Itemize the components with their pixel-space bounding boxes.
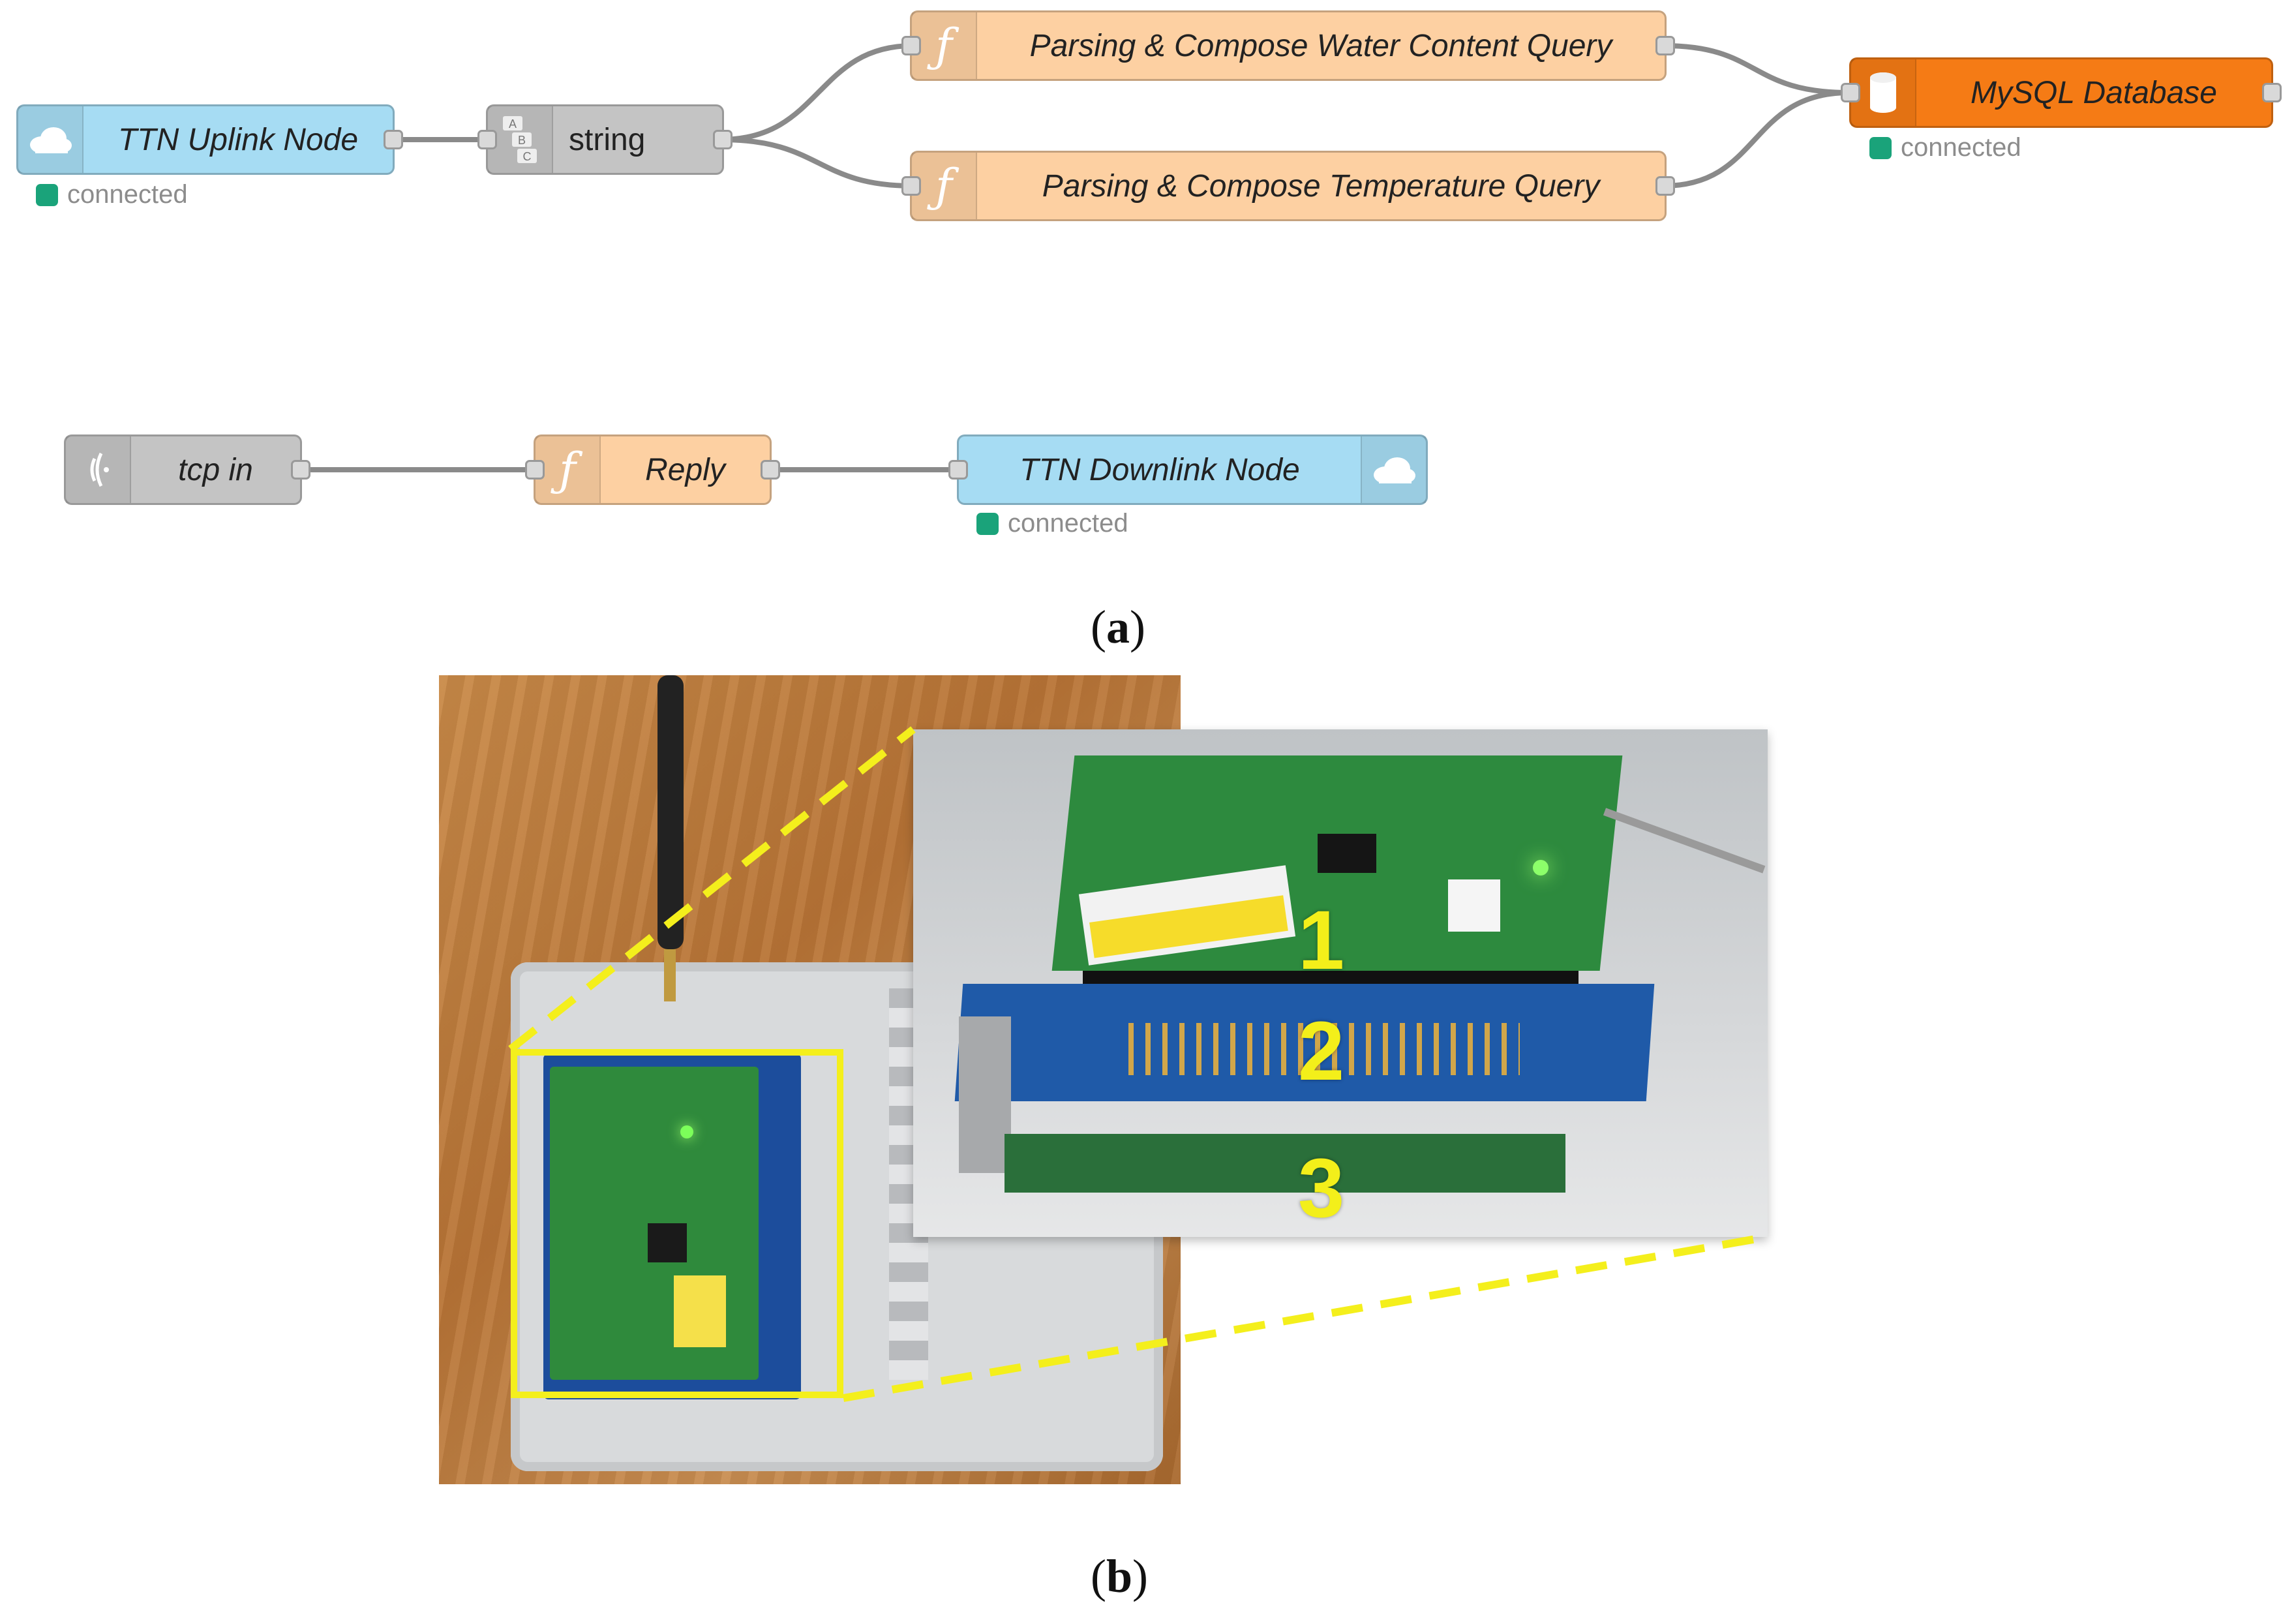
status-dot-icon bbox=[1869, 136, 1892, 159]
mysql-status: connected bbox=[1869, 133, 2021, 162]
wire-water-mysql bbox=[1663, 43, 1850, 95]
output-port[interactable] bbox=[384, 130, 403, 149]
layer-label-1: 1 bbox=[1298, 894, 1345, 987]
string-icon-letter-c: C bbox=[523, 150, 532, 163]
function-icon: ƒ bbox=[912, 12, 977, 79]
status-led bbox=[680, 1125, 693, 1138]
flow-canvas[interactable]: TTN Uplink Node connected A B C string ƒ… bbox=[0, 0, 2296, 587]
caption-b: (b) bbox=[1091, 1550, 1149, 1602]
output-port[interactable] bbox=[2262, 83, 2282, 102]
node-label: MySQL Database bbox=[1971, 75, 2217, 110]
output-port[interactable] bbox=[1655, 176, 1675, 196]
layer-label-3: 3 bbox=[1298, 1142, 1345, 1235]
ttn-uplink-status: connected bbox=[36, 180, 188, 209]
zoom-highlight-box bbox=[511, 1049, 843, 1398]
input-port[interactable] bbox=[901, 176, 921, 196]
input-port[interactable] bbox=[1841, 83, 1860, 102]
string-icon-letter-a: A bbox=[509, 117, 517, 130]
output-port[interactable] bbox=[761, 460, 780, 480]
flow-wires bbox=[300, 43, 1850, 472]
parse-water-function-node[interactable]: ƒ Parsing & Compose Water Content Query bbox=[901, 10, 1675, 81]
node-label: Parsing & Compose Water Content Query bbox=[1029, 28, 1612, 63]
function-icon: ƒ bbox=[912, 153, 977, 219]
node-label: Reply bbox=[645, 452, 725, 487]
wire-temp-mysql bbox=[1663, 90, 1850, 189]
input-port[interactable] bbox=[525, 460, 545, 480]
ttn-uplink-node[interactable]: TTN Uplink Node bbox=[16, 104, 403, 175]
input-port[interactable] bbox=[948, 460, 968, 480]
layer-label-2: 2 bbox=[1298, 1005, 1345, 1098]
status-dot-icon bbox=[976, 512, 999, 535]
string-icon-letter-b: B bbox=[518, 134, 526, 147]
wire-string-water bbox=[720, 43, 914, 142]
node-label: string bbox=[569, 122, 646, 157]
caption-a: (a) bbox=[1091, 601, 1145, 653]
hardware-photo-zoom: 1 2 3 bbox=[913, 729, 1768, 1237]
tcp-wave-icon bbox=[66, 436, 131, 503]
string-abc-icon: A B C bbox=[488, 106, 553, 173]
string-node[interactable]: A B C string bbox=[477, 104, 733, 175]
output-port[interactable] bbox=[713, 130, 733, 149]
parse-temperature-function-node[interactable]: ƒ Parsing & Compose Temperature Query bbox=[901, 151, 1675, 221]
input-port[interactable] bbox=[477, 130, 497, 149]
mysql-database-node[interactable]: MySQL Database bbox=[1841, 57, 2282, 128]
cloud-icon bbox=[18, 106, 83, 173]
output-port[interactable] bbox=[1655, 36, 1675, 55]
board-layer-3 bbox=[1004, 1134, 1565, 1193]
reply-function-node[interactable]: ƒ Reply bbox=[525, 434, 780, 505]
ttn-downlink-status: connected bbox=[976, 509, 1128, 538]
cloud-icon bbox=[1361, 436, 1426, 503]
status-dot-icon bbox=[36, 183, 58, 206]
ttn-downlink-node[interactable]: TTN Downlink Node bbox=[948, 434, 1428, 505]
function-icon: ƒ bbox=[536, 436, 601, 503]
output-port[interactable] bbox=[291, 460, 310, 480]
input-port[interactable] bbox=[901, 36, 921, 55]
node-label: TTN Uplink Node bbox=[117, 122, 359, 157]
tcp-in-node[interactable]: tcp in bbox=[64, 434, 310, 505]
node-label: TTN Downlink Node bbox=[1020, 452, 1300, 487]
database-icon bbox=[1851, 59, 1916, 126]
wire-string-temp bbox=[720, 137, 914, 189]
node-label: tcp in bbox=[178, 452, 253, 487]
node-label: Parsing & Compose Temperature Query bbox=[1042, 168, 1600, 204]
antenna bbox=[657, 675, 684, 949]
